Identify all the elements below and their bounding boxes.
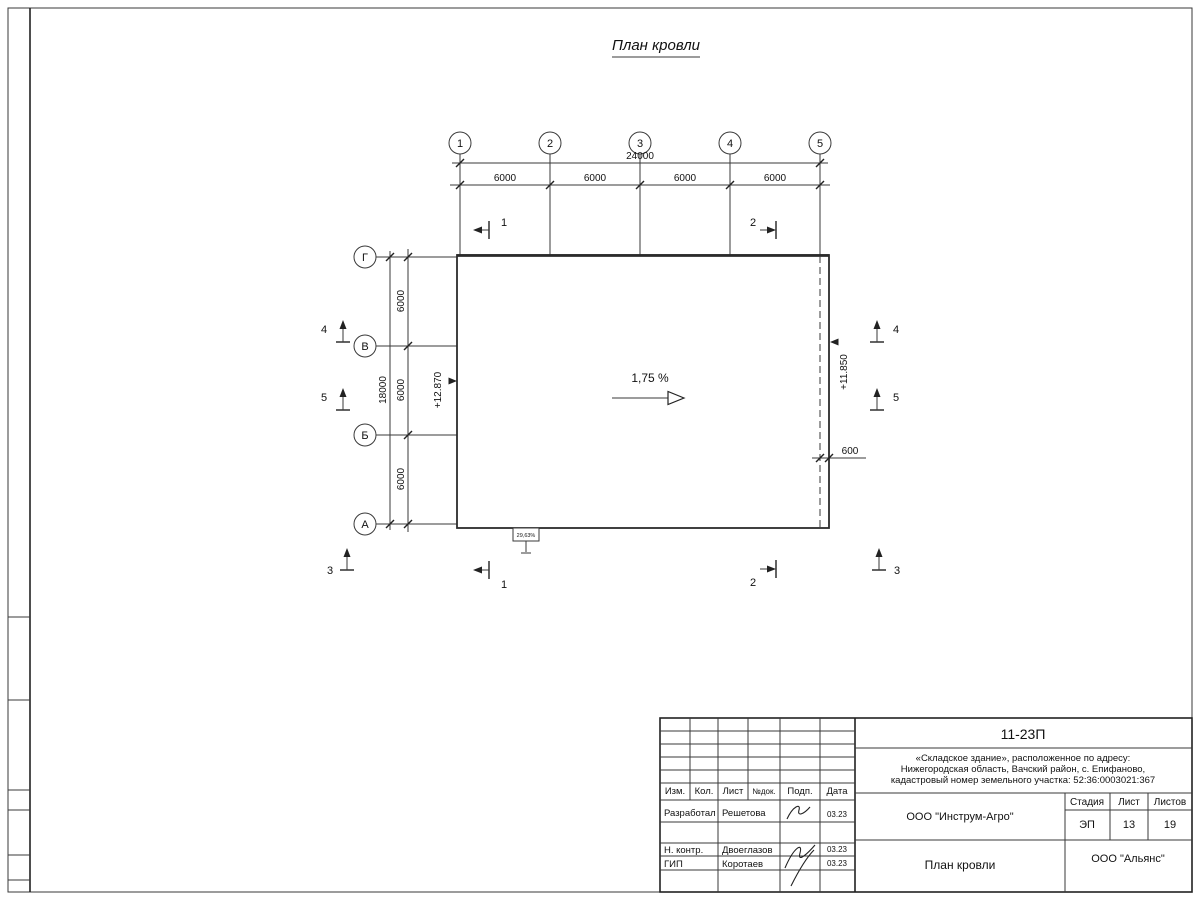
doc-code: 11-23П bbox=[1001, 726, 1046, 742]
project-line-1: «Складское здание», расположенное по адр… bbox=[916, 753, 1131, 764]
dimension-edge-offset: 600 bbox=[812, 446, 866, 463]
roof-outline bbox=[456, 254, 830, 529]
org2-name: ООО "Альянс" bbox=[1091, 853, 1165, 865]
sheet-label: Лист bbox=[1118, 797, 1140, 808]
section-mark-3-left: 3 bbox=[327, 548, 354, 577]
section-mark-1-top: 1 bbox=[473, 217, 507, 239]
axis-bubble-a bbox=[353, 512, 377, 536]
dim-text: 6000 bbox=[584, 173, 607, 184]
section-number: 2 bbox=[750, 577, 756, 589]
total-value: 19 bbox=[1164, 819, 1176, 831]
section-number: 5 bbox=[321, 392, 327, 404]
dim-text-total: 24000 bbox=[626, 151, 654, 162]
project-line-3: кадастровый номер земельного участка: 52… bbox=[891, 775, 1155, 786]
row-date: 03.23 bbox=[827, 810, 848, 819]
section-number: 4 bbox=[321, 324, 327, 336]
section-number: 5 bbox=[893, 392, 899, 404]
elevation-text: +12.870 bbox=[433, 371, 444, 408]
sheet-frame bbox=[7, 7, 1193, 893]
section-number: 1 bbox=[501, 217, 507, 229]
section-number: 3 bbox=[894, 565, 900, 577]
axis-bubble-g bbox=[353, 245, 377, 269]
axis-label: Б bbox=[361, 430, 368, 442]
col-data: Дата bbox=[826, 786, 848, 797]
col-podp: Подп. bbox=[787, 786, 812, 797]
section-number: 2 bbox=[750, 217, 756, 229]
axis-bubble-2 bbox=[538, 131, 562, 155]
dimension-chain-left: 6000 6000 6000 18000 bbox=[378, 249, 413, 532]
row-name: Решетова bbox=[722, 808, 766, 819]
axis-bubble-5 bbox=[808, 131, 832, 155]
page-title: План кровли bbox=[612, 37, 701, 54]
section-mark-5-right: 5 bbox=[870, 388, 899, 411]
row-role: Разработал bbox=[664, 808, 716, 819]
grid-axes-vertical: 1 2 3 4 5 bbox=[448, 131, 832, 255]
col-list: Лист bbox=[723, 786, 744, 797]
dimension-chain-top: 6000 6000 6000 6000 24000 bbox=[450, 151, 830, 190]
axis-bubble-b bbox=[353, 423, 377, 447]
axis-bubble-v bbox=[353, 334, 377, 358]
axis-label: Г bbox=[362, 252, 368, 264]
roof-detail: 29,63% bbox=[512, 527, 540, 554]
row-role: Н. контр. bbox=[664, 845, 703, 856]
elevation-arrow-icon bbox=[448, 377, 457, 385]
stage-value: ЭП bbox=[1079, 819, 1095, 831]
axis-label: 3 bbox=[637, 138, 643, 150]
section-number: 1 bbox=[501, 579, 507, 591]
section-mark-4-right: 4 bbox=[870, 320, 899, 343]
signature-gip bbox=[784, 844, 816, 887]
row-name: Двоеглазов bbox=[722, 845, 773, 856]
dim-text: 600 bbox=[842, 446, 859, 457]
slope-annotation: 1,75 % bbox=[612, 371, 686, 406]
row-date: 03.23 bbox=[827, 845, 848, 854]
elevation-text: +11.850 bbox=[839, 354, 850, 390]
dim-text-total: 18000 bbox=[378, 376, 389, 404]
dim-text: 6000 bbox=[396, 289, 407, 312]
axis-label: 4 bbox=[727, 138, 733, 150]
col-ndok: №док. bbox=[752, 787, 775, 796]
axis-label: 5 bbox=[817, 138, 823, 150]
section-mark-1-bottom: 1 bbox=[473, 561, 507, 591]
stage-label: Стадия bbox=[1070, 797, 1104, 808]
dim-text: 6000 bbox=[396, 467, 407, 490]
row-name: Коротаев bbox=[722, 859, 763, 870]
section-mark-5-left: 5 bbox=[321, 388, 350, 411]
elevation-arrow-icon bbox=[830, 338, 839, 346]
project-line-2: Нижегородская область, Вачский район, с.… bbox=[901, 764, 1145, 775]
col-kol: Кол. bbox=[695, 786, 714, 797]
section-mark-4-left: 4 bbox=[321, 320, 350, 343]
row-role: ГИП bbox=[664, 859, 683, 870]
axis-label: А bbox=[361, 519, 369, 531]
dim-text: 6000 bbox=[674, 173, 697, 184]
dim-text: 6000 bbox=[396, 378, 407, 401]
elevation-mark-right: +11.850 bbox=[830, 338, 850, 390]
row-date: 03.23 bbox=[827, 859, 848, 868]
section-mark-2-top: 2 bbox=[750, 217, 777, 239]
elevation-mark-left: +12.870 bbox=[433, 371, 457, 408]
title-block: Изм. Кол. Лист №док. Подп. Дата Разработ… bbox=[659, 717, 1193, 893]
axis-bubble-3 bbox=[628, 131, 652, 155]
axis-label: 1 bbox=[457, 138, 463, 150]
sheet-value: 13 bbox=[1123, 819, 1135, 831]
section-mark-2-bottom: 2 bbox=[750, 560, 777, 589]
section-number: 4 bbox=[893, 324, 899, 336]
axis-bubble-1 bbox=[448, 131, 472, 155]
col-izm: Изм. bbox=[665, 786, 685, 797]
section-number: 3 bbox=[327, 565, 333, 577]
sheet-title: План кровли bbox=[925, 858, 996, 872]
org-name: ООО "Инструм-Агро" bbox=[906, 811, 1013, 823]
signature-razrabotal bbox=[786, 805, 811, 820]
axis-label: В bbox=[361, 341, 368, 353]
dim-text: 6000 bbox=[764, 173, 787, 184]
total-label: Листов bbox=[1154, 797, 1187, 808]
axis-label: 2 bbox=[547, 138, 553, 150]
axis-bubble-4 bbox=[718, 131, 742, 155]
detail-text: 29,63% bbox=[517, 533, 536, 539]
slope-arrow-head bbox=[667, 390, 686, 406]
section-mark-3-right: 3 bbox=[872, 548, 900, 577]
slope-text: 1,75 % bbox=[631, 371, 669, 385]
dim-text: 6000 bbox=[494, 173, 517, 184]
